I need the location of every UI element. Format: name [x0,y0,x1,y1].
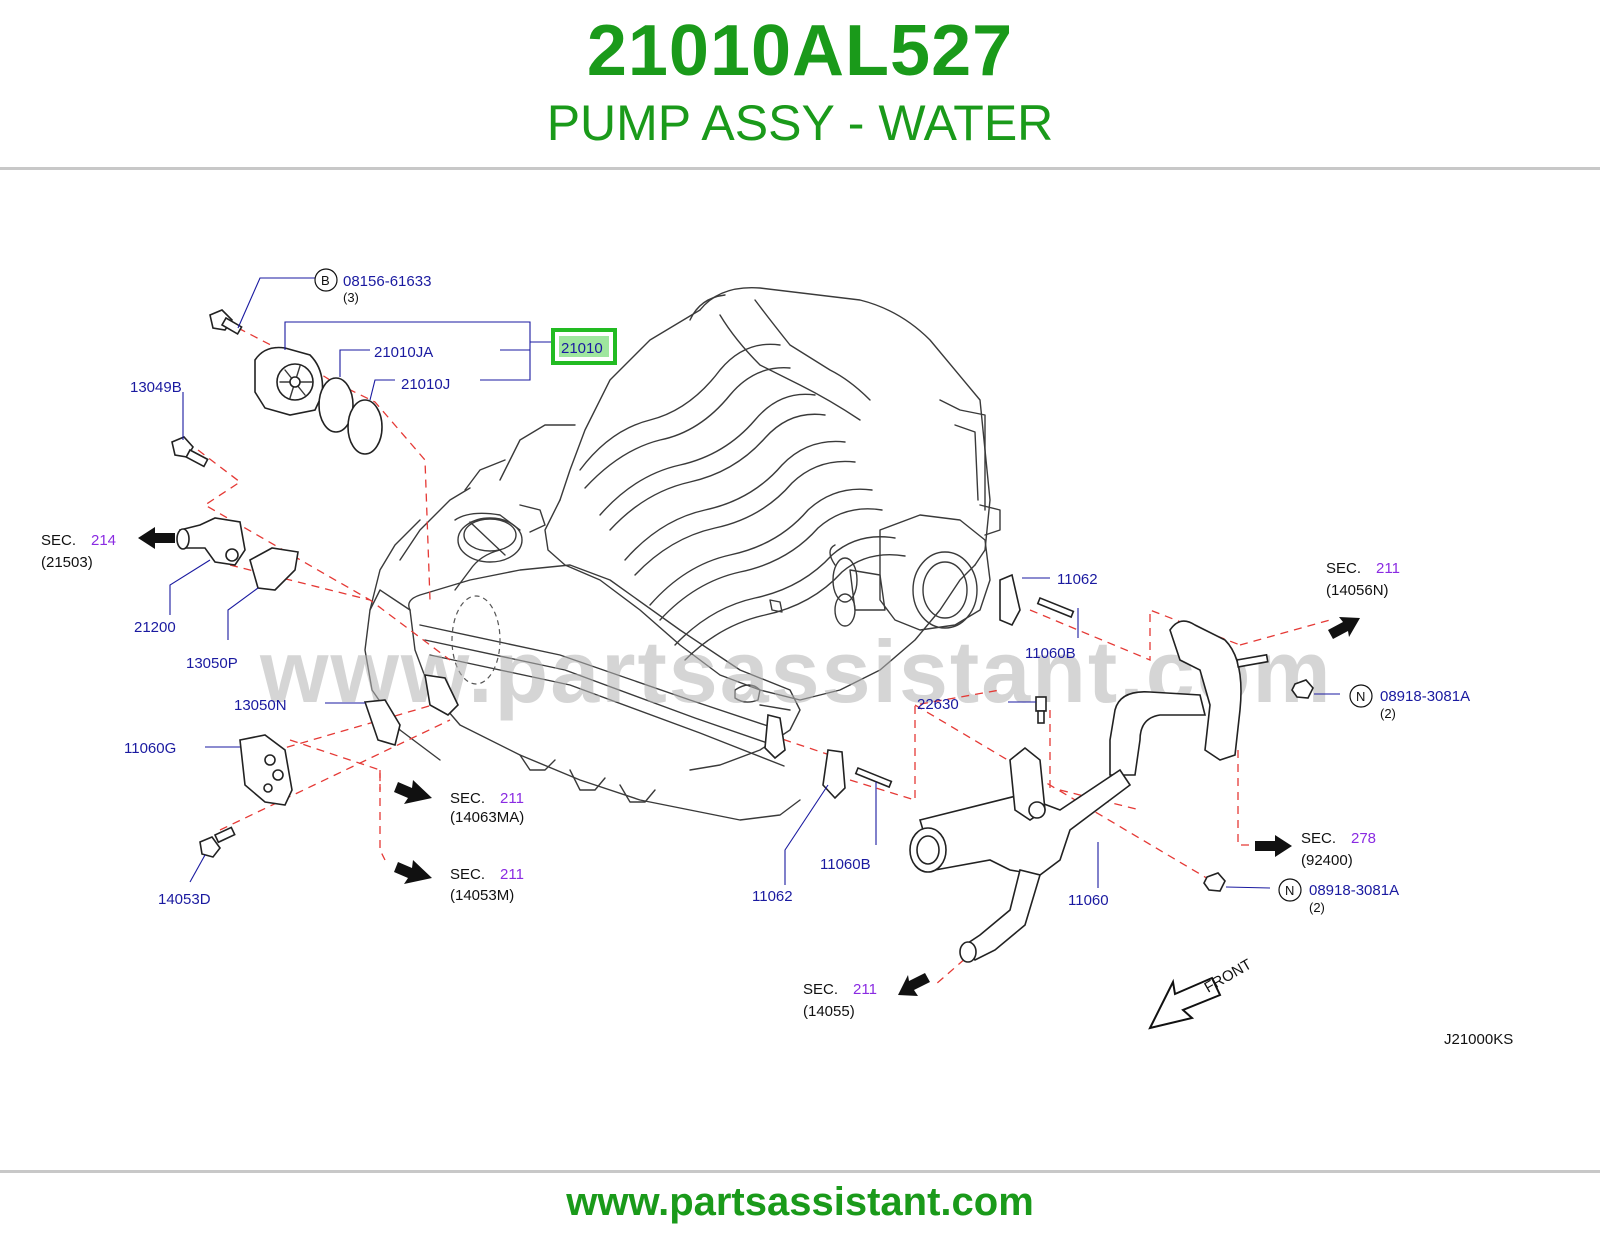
label-11062-top[interactable]: 11062 [1057,571,1098,588]
arrow-sec-211-14055 [898,973,930,996]
footer-website-link[interactable]: www.partsassistant.com [566,1180,1034,1224]
leader-lines [169,277,1340,889]
diagram-svg: www.partsassistant.com [41,268,1513,1048]
engine-block-drawing [364,286,1001,821]
label-08918-3081a-bottom[interactable]: 08918-3081A [1309,882,1399,899]
gasket-13050n[interactable] [363,699,401,747]
arrow-sec-211-14056n [1328,617,1360,639]
sec-211-14055-number[interactable]: 211 [853,981,877,998]
footer-divider [0,1170,1600,1173]
highlighted-part-label[interactable]: 21010 [561,340,603,357]
arrow-sec-214 [138,527,175,549]
sec-278-number[interactable]: 278 [1351,830,1376,847]
sec-211-14053m-word: SEC. [450,866,485,883]
bolt-b-circle [314,268,338,292]
bolt-14053d[interactable] [199,826,236,858]
sec-211-14055-ref: (14055) [803,1003,855,1020]
water-outlet-21200[interactable] [176,517,246,566]
label-21010j[interactable]: 21010J [401,376,450,393]
gasket-11062-top[interactable] [999,573,1021,627]
label-13050p[interactable]: 13050P [186,655,238,672]
gasket-11062-bottom[interactable] [822,749,846,800]
label-11060g[interactable]: 11060G [124,740,176,757]
sec-211-14055-word: SEC. [803,981,838,998]
label-21010ja[interactable]: 21010JA [374,344,433,361]
sec-211-14063ma-word: SEC. [450,790,485,807]
header: 21010AL527 PUMP ASSY - WATER [0,0,1600,168]
front-label: FRONT [1202,956,1255,997]
sec-278-ref: (92400) [1301,852,1353,869]
label-11060b-bottom[interactable]: 11060B [820,856,871,873]
section-arrows [138,527,1360,1030]
sec-214-word: SEC. [41,532,76,549]
sec-278-word: SEC. [1301,830,1336,847]
sec-211-14056n-ref: (14056N) [1326,582,1389,599]
label-11060b-top[interactable]: 11060B [1025,645,1076,662]
sec-211-14056n-number[interactable]: 211 [1376,560,1400,577]
part-name-subtitle: PUMP ASSY - WATER [546,95,1054,151]
label-08156-61633[interactable]: 08156-61633 [343,273,431,290]
gasket-21010ja[interactable] [318,377,354,433]
qty-08156-61633: (3) [343,290,359,305]
parts-diagram: www.partsassistant.com [0,170,1600,1170]
arrow-sec-211-14053m [394,860,432,884]
gasket-11062-lower-a [764,713,786,760]
sec-211-14053m-number[interactable]: 211 [500,866,524,883]
section-references: SEC. 214 (21503) SEC. 211 (14056N) SEC. … [41,532,1400,1020]
water-pipe-11060[interactable] [909,620,1269,963]
nut-08918-3081a-bottom[interactable] [1203,872,1226,892]
label-11062-bottom[interactable]: 11062 [752,888,793,905]
label-13050n[interactable]: 13050N [234,697,287,714]
label-21200[interactable]: 21200 [134,619,176,636]
sensor-22630[interactable] [1035,696,1047,724]
sec-211-14056n-word: SEC. [1326,560,1361,577]
part-labels: B 08156-61633 (3) 21010JA 21010J 13049B … [124,268,1470,915]
gasket-13050p[interactable] [249,547,299,591]
qty-08918-3081a-top: (2) [1380,706,1396,721]
gasket-21010j[interactable] [347,399,383,455]
housing-11060g[interactable] [239,734,293,806]
bolt-b-prefix: B [321,273,330,288]
nut-n-prefix-bottom: N [1285,883,1294,898]
sec-211-14063ma-ref: (14063MA) [450,809,524,826]
label-13049b[interactable]: 13049B [130,379,182,396]
nut-08918-3081a-top[interactable] [1291,679,1314,699]
bolt-13049b[interactable] [171,436,209,468]
sec-214-number[interactable]: 214 [91,532,116,549]
nut-n-prefix-top: N [1356,689,1365,704]
header-divider [0,167,1600,170]
label-08918-3081a-top[interactable]: 08918-3081A [1380,688,1470,705]
front-arrow-icon [1148,976,1222,1030]
arrow-sec-278 [1255,835,1292,857]
highlight-fill [559,336,609,357]
part-number-title: 21010AL527 [586,11,1014,91]
sec-211-14063ma-number[interactable]: 211 [500,790,524,807]
gasket-head-left [424,674,459,716]
nut-n-circle-bottom [1278,878,1302,902]
stud-11060b-bottom[interactable] [854,766,893,789]
qty-08918-3081a-bottom: (2) [1309,900,1325,915]
bolt-08156-61633[interactable] [209,309,243,336]
label-11060[interactable]: 11060 [1068,892,1109,909]
label-14053d[interactable]: 14053D [158,891,211,908]
arrow-sec-211-14063ma [394,780,432,804]
sec-211-14053m-ref: (14053M) [450,887,514,904]
stud-11060b-top[interactable] [1036,596,1075,619]
label-22630[interactable]: 22630 [917,696,959,713]
diagram-code: J21000KS [1444,1031,1513,1048]
water-pump-21010[interactable] [254,346,324,416]
sec-214-ref: (21503) [41,554,93,571]
nut-n-circle-top [1349,684,1373,708]
